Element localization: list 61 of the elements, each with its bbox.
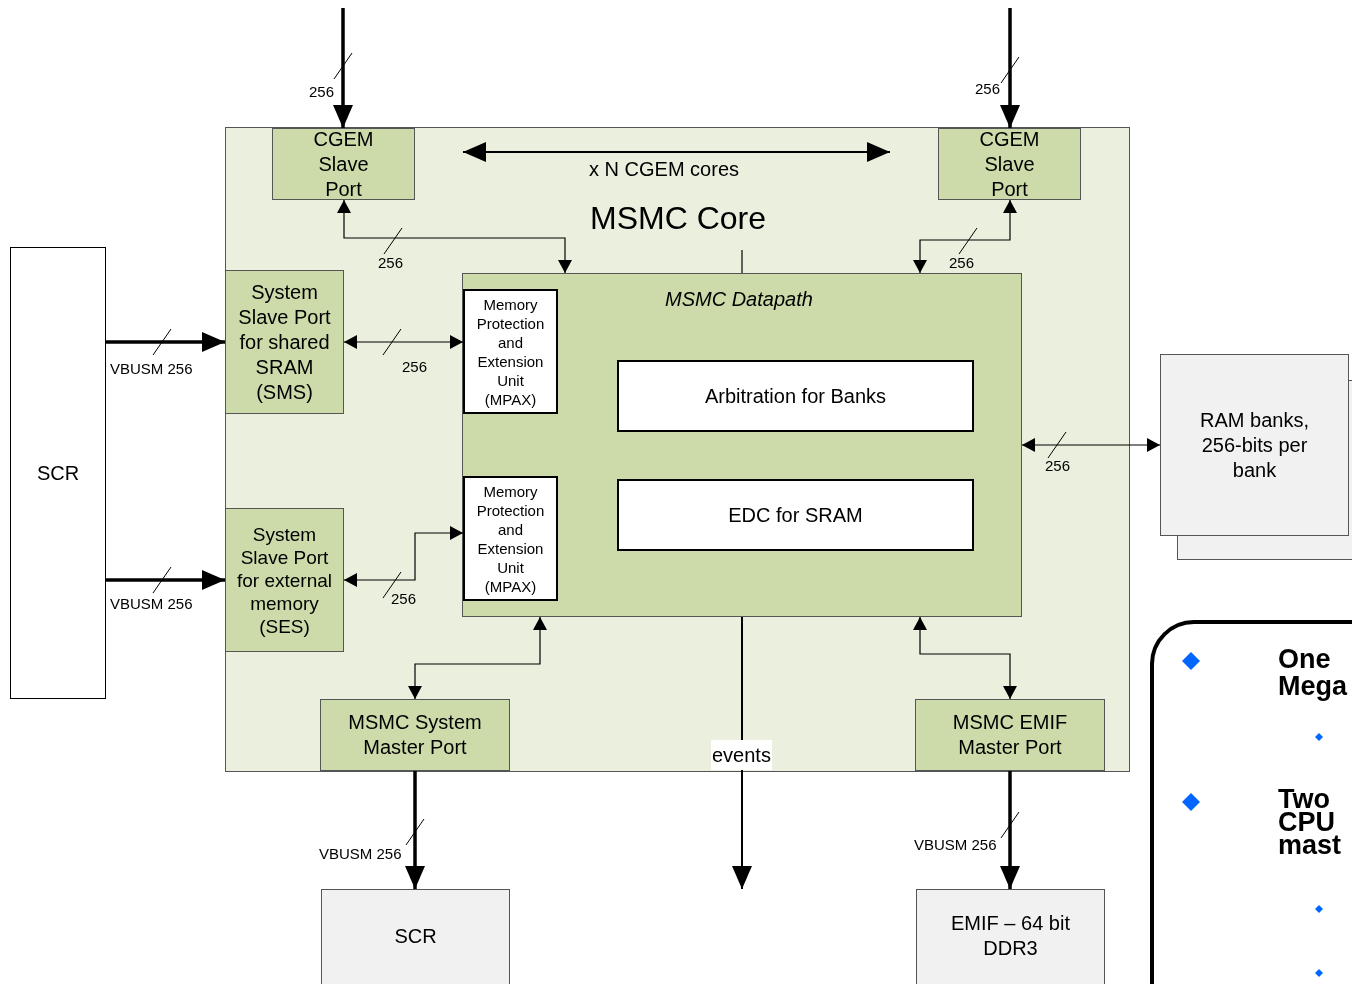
node-label: MSMC EMIF Master Port (951, 710, 1069, 760)
port-box (272, 128, 415, 200)
arrow (343, 335, 464, 349)
node-label: System Slave Port for shared SRAM (SMS) (237, 279, 332, 405)
function-box (617, 360, 974, 432)
bus-box (321, 889, 510, 984)
node-label: Arbitration for Banks (704, 384, 887, 409)
note-heading: One Mega (1278, 646, 1349, 700)
port-box (938, 128, 1081, 200)
arrow (337, 199, 572, 274)
edge-label: 256 (309, 82, 335, 102)
port-box (225, 508, 344, 652)
bus-box (10, 247, 106, 699)
mpax-box (463, 289, 558, 414)
core-container (225, 127, 1130, 772)
edge-label: 256 (1045, 456, 1071, 476)
arrow (1000, 8, 1020, 128)
edge-label: VBUSM 256 (319, 844, 402, 864)
arrow (106, 570, 225, 590)
node-label: EMIF – 64 bit DDR3 (950, 911, 1071, 961)
node-label: SCR (394, 924, 437, 949)
memory-box (916, 889, 1105, 984)
port-box (225, 270, 344, 414)
edge-label: VBUSM 256 (110, 359, 193, 379)
edge-label: VBUSM 256 (110, 594, 193, 614)
edge-label: 256 (391, 589, 417, 609)
arrow (913, 199, 1017, 274)
node-label: MSMC System Master Port (347, 710, 483, 760)
node-label: CGEM Slave Port (978, 126, 1041, 202)
port-box (915, 699, 1105, 771)
arrow (1000, 771, 1020, 889)
datapath-title: MSMC Datapath (665, 287, 813, 312)
span-label: x N CGEM cores (589, 157, 740, 182)
edge-label: 256 (949, 253, 975, 273)
function-box (617, 479, 974, 551)
node-label: EDC for SRAM (728, 503, 863, 528)
arrow (405, 771, 425, 889)
arrow (732, 616, 752, 890)
edge-label: events (711, 740, 772, 770)
node-label: Memory Protection and Extension Unit (MPAX) (475, 294, 546, 409)
mpax-box (463, 476, 558, 601)
node-label: RAM banks, 256-bits per bank (1199, 407, 1310, 483)
node-label: Memory Protection and Extension Unit (MPAX) (475, 481, 546, 596)
arrow (1021, 438, 1161, 452)
port-box (320, 699, 510, 771)
arrow (333, 8, 353, 128)
arrow (106, 332, 225, 352)
edge-label: 256 (975, 79, 1001, 99)
edge-label: 256 (402, 357, 428, 377)
datapath-box (462, 273, 1022, 617)
node-label: CGEM Slave Port (312, 126, 375, 202)
arrow (408, 616, 547, 700)
core-title: MSMC Core (590, 199, 766, 238)
edge-label: VBUSM 256 (914, 835, 997, 855)
node-label: System Slave Port for external memory (SES) (236, 522, 333, 638)
arrow (913, 616, 1017, 700)
arrow (343, 526, 464, 587)
node-label: SCR (36, 461, 80, 486)
edge-label: 256 (378, 253, 404, 273)
memory-box (1160, 354, 1349, 536)
note-heading: Two CPU mast (1278, 788, 1343, 857)
